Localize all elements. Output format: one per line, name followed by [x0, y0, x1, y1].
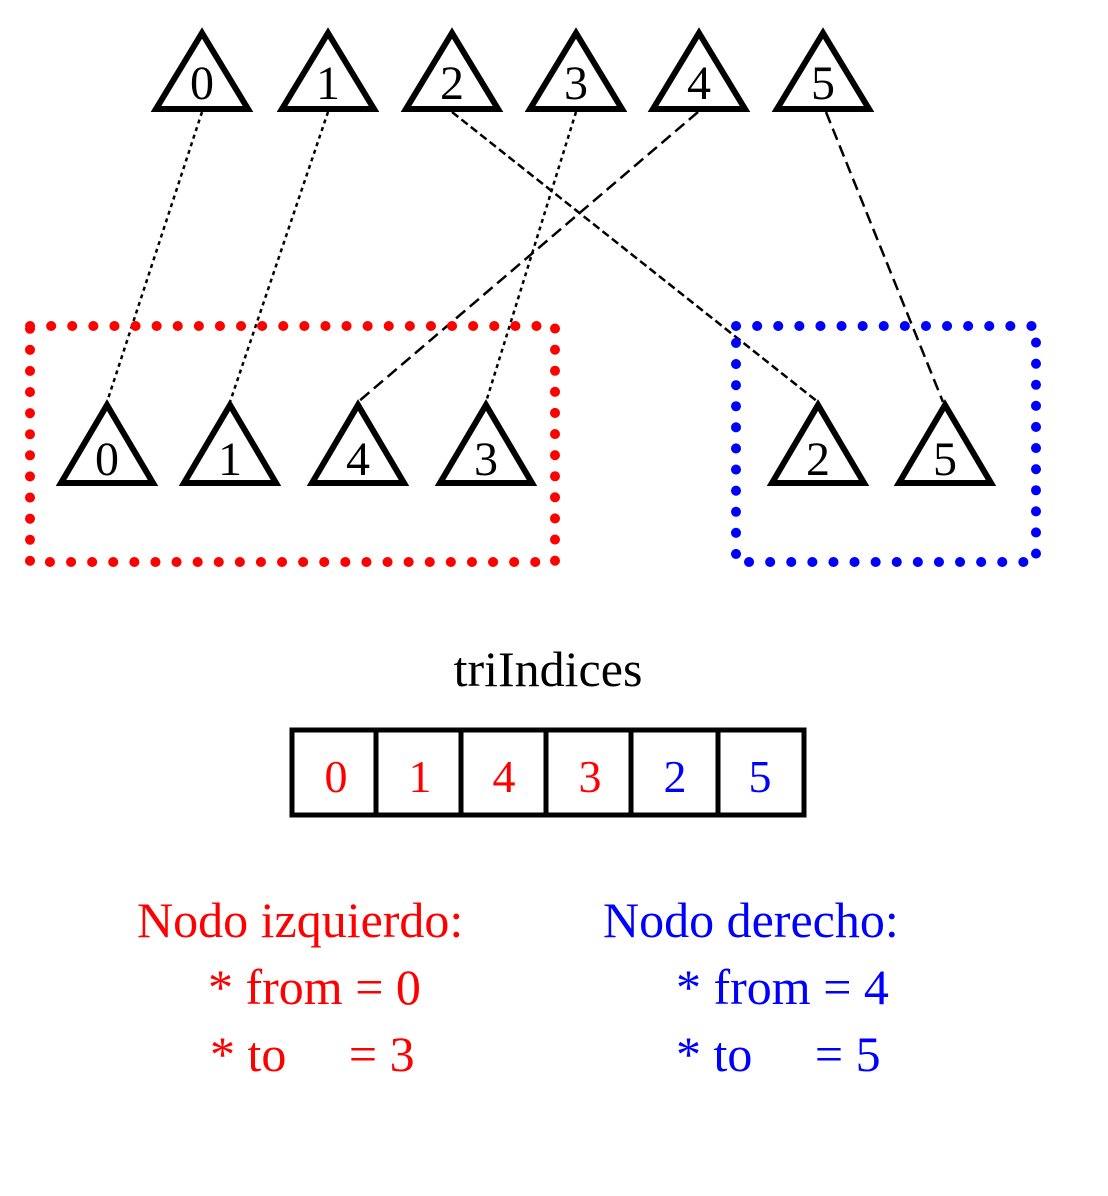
triangle-label: 3: [564, 57, 588, 110]
array-cell-value: 0: [325, 751, 348, 802]
left-group-triangles: 0 1 4 3: [55, 399, 538, 486]
left-node-from: * from = 0: [208, 959, 421, 1015]
triangle-icon: 1: [276, 27, 380, 112]
triangle-icon: 4: [647, 27, 751, 112]
right-node-info: Nodo derecho: * from = 4 * to = 5: [603, 892, 899, 1082]
triangle-icon: 5: [893, 399, 997, 486]
triangle-icon: 4: [306, 399, 410, 486]
right-group-triangles: 2 5: [766, 399, 997, 486]
triangle-label: 3: [474, 433, 498, 486]
triangle-label: 0: [190, 57, 214, 110]
connector-4: [357, 111, 699, 403]
triangle-icon: 3: [524, 27, 628, 112]
array-cell-value: 1: [409, 751, 432, 802]
connector-lines: [105, 111, 945, 403]
triangle-label: 2: [806, 433, 830, 486]
top-triangle-row: 0 1 2 3 4 5: [150, 27, 875, 112]
triangle-label: 1: [316, 57, 340, 110]
triangle-label: 2: [440, 57, 464, 110]
triangle-icon: 2: [766, 399, 870, 486]
left-node-info: Nodo izquierdo: * from = 0 * to = 3: [137, 892, 463, 1082]
connector-0: [105, 111, 204, 403]
array-cell: [715, 727, 807, 818]
array-cell: [373, 727, 464, 818]
array-title: triIndices: [454, 641, 643, 697]
triangle-icon: 5: [771, 27, 875, 112]
right-node-from: * from = 4: [676, 959, 889, 1015]
triangle-icon: 3: [434, 399, 538, 486]
triangle-label: 0: [95, 433, 119, 486]
array-cell: [543, 727, 634, 818]
triangle-icon: 0: [55, 399, 159, 486]
left-node-to: * to = 3: [210, 1026, 415, 1082]
triangle-label: 1: [218, 433, 242, 486]
tri-indices-array: 0 1 4 3 2 5: [289, 727, 807, 818]
array-cell-value: 4: [493, 751, 516, 802]
triangle-label: 4: [346, 433, 370, 486]
connector-3: [484, 111, 578, 403]
array-cell-value: 2: [664, 751, 687, 802]
connector-1: [228, 111, 330, 403]
left-node-title: Nodo izquierdo:: [137, 892, 463, 948]
array-cell-value: 3: [579, 751, 602, 802]
connector-2: [451, 111, 819, 403]
triangle-icon: 1: [178, 399, 282, 486]
triangle-label: 4: [687, 57, 711, 110]
right-node-to: * to = 5: [676, 1026, 881, 1082]
triangle-label: 5: [933, 433, 957, 486]
connector-5: [824, 111, 945, 403]
right-group-box: [731, 321, 1041, 567]
triangle-icon: 2: [400, 27, 504, 112]
array-cell-value: 5: [749, 751, 772, 802]
triangle-label: 5: [811, 57, 835, 110]
right-node-title: Nodo derecho:: [603, 892, 899, 948]
triangle-icon: 0: [150, 27, 254, 112]
